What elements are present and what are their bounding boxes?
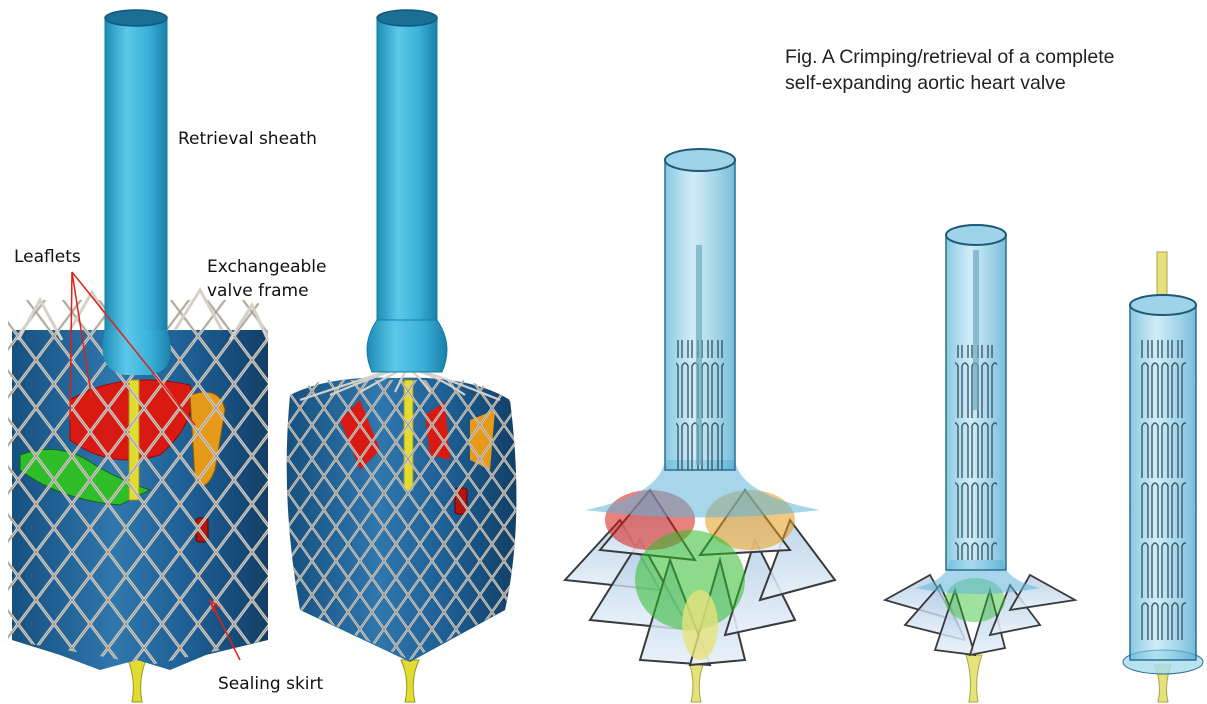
label-sealing-skirt: Sealing skirt (218, 672, 323, 696)
caption-line-2: self-expanding aortic heart valve (785, 70, 1195, 96)
label-leaflets: Leaflets (14, 245, 81, 269)
figure-caption: Fig. A Crimping/retrieval of a complete … (785, 44, 1195, 96)
valve-transparent-crimping (885, 225, 1075, 702)
label-frame-line-1: Exchangeable (207, 255, 326, 279)
valve-transparent-flared (565, 149, 835, 702)
label-retrieval-sheath: Retrieval sheath (178, 127, 317, 151)
label-frame-line-2: valve frame (207, 279, 326, 303)
valve-fully-crimped (1123, 252, 1203, 702)
valve-partially-crimped (285, 10, 525, 702)
caption-line-1: Fig. A Crimping/retrieval of a complete (785, 44, 1195, 70)
label-exchangeable-valve-frame: Exchangeable valve frame (207, 255, 326, 303)
